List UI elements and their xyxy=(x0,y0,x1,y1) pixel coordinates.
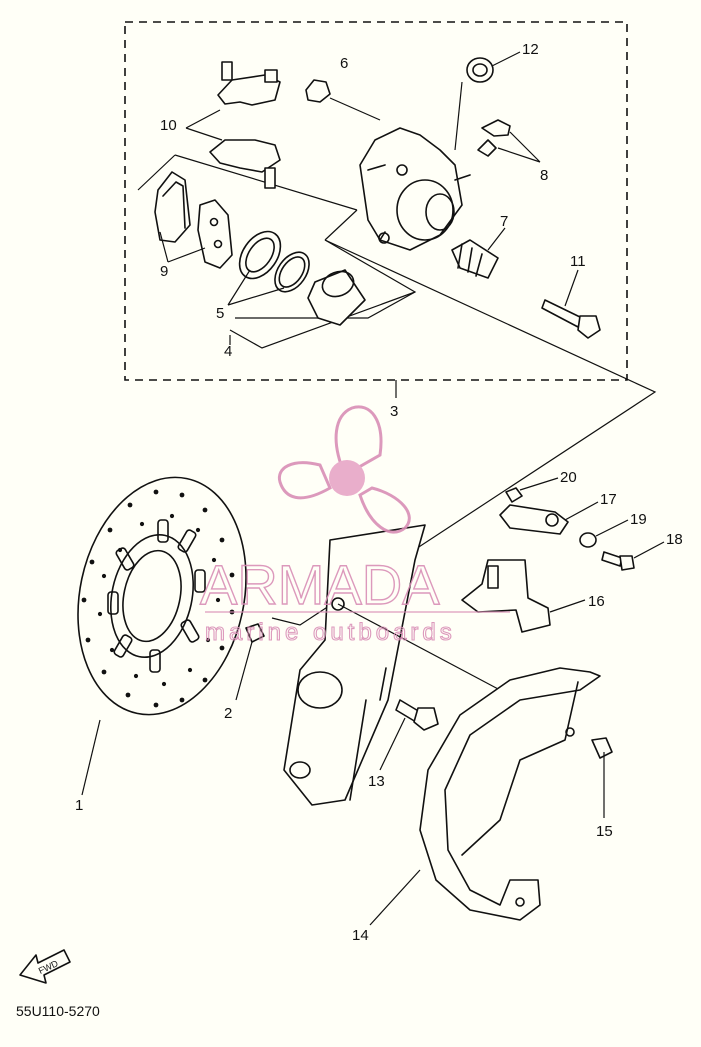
callout-10: 10 xyxy=(160,117,177,134)
callout-5: 5 xyxy=(216,305,224,322)
callout-12: 12 xyxy=(522,41,539,58)
callout-6: 6 xyxy=(340,55,348,72)
leader-12 xyxy=(491,51,521,67)
hose-holder-part xyxy=(461,559,551,633)
caliper-bolt-part xyxy=(541,299,601,339)
leader-20 xyxy=(519,477,559,491)
leader-2 xyxy=(235,641,253,701)
screw-15-part xyxy=(591,737,613,759)
cap-12-part xyxy=(466,57,494,83)
piston-group-bracket xyxy=(229,291,416,349)
leader-18 xyxy=(633,541,665,559)
piston-seals-part xyxy=(238,230,310,293)
disc-cover-part xyxy=(419,667,601,921)
piston-part xyxy=(307,269,366,326)
callout-3: 3 xyxy=(390,403,398,420)
callout-14: 14 xyxy=(352,927,369,944)
disc-bolt-part xyxy=(245,623,265,643)
caliper-to-frame-line xyxy=(271,239,657,626)
bolt-13-part xyxy=(395,699,439,731)
watermark-brand: ARMADA xyxy=(200,553,440,616)
callout-13: 13 xyxy=(368,773,385,790)
propeller-logo xyxy=(277,405,411,534)
bleed-cap-part xyxy=(305,79,331,103)
callout-4: 4 xyxy=(224,343,232,360)
fork-leg-part xyxy=(283,524,426,806)
callout-16: 16 xyxy=(588,593,605,610)
callout-19: 19 xyxy=(630,511,647,528)
boot-part xyxy=(451,239,499,279)
callout-7: 7 xyxy=(500,213,508,230)
leader-5 xyxy=(227,269,285,306)
callout-18: 18 xyxy=(666,531,683,548)
callout-1: 1 xyxy=(75,797,83,814)
callout-2: 2 xyxy=(224,705,232,722)
callout-11: 11 xyxy=(570,253,586,270)
leader-19 xyxy=(595,519,629,537)
clamp-part xyxy=(499,504,569,535)
leader-8 xyxy=(497,131,541,163)
leader-9 xyxy=(159,231,206,263)
callout-20: 20 xyxy=(560,469,577,486)
brake-pads-part xyxy=(154,171,233,269)
armada-watermark: ARMADA marine outboards xyxy=(199,405,510,647)
leader-17 xyxy=(564,501,599,521)
watermark-tagline: marine outboards xyxy=(205,619,456,646)
leader-14 xyxy=(369,869,421,926)
cap-12-trail xyxy=(454,81,463,151)
callout-15: 15 xyxy=(596,823,613,840)
leader-1 xyxy=(81,719,101,796)
callout-17: 17 xyxy=(600,491,617,508)
callout-9: 9 xyxy=(160,263,168,280)
drawing-code: 55U110-5270 xyxy=(16,1003,100,1019)
bleed-screw-part xyxy=(477,119,511,157)
leader-6 xyxy=(329,97,381,121)
callout-8: 8 xyxy=(540,167,548,184)
caliper-body-part xyxy=(359,127,471,251)
leader-11 xyxy=(564,269,579,307)
washer-19-part xyxy=(579,532,597,548)
bolt-18-part xyxy=(601,551,635,571)
leader-13 xyxy=(379,717,406,771)
fwd-arrow: FWD xyxy=(19,949,71,984)
caliper-group-box xyxy=(124,21,628,381)
pad-spring-part xyxy=(209,61,281,189)
nut-20-part xyxy=(505,487,523,503)
leader-10 xyxy=(185,109,223,141)
leader-16 xyxy=(549,599,586,613)
leader-7 xyxy=(487,227,506,251)
fork-guide-line xyxy=(337,603,501,691)
brake-disc-part xyxy=(77,476,247,716)
